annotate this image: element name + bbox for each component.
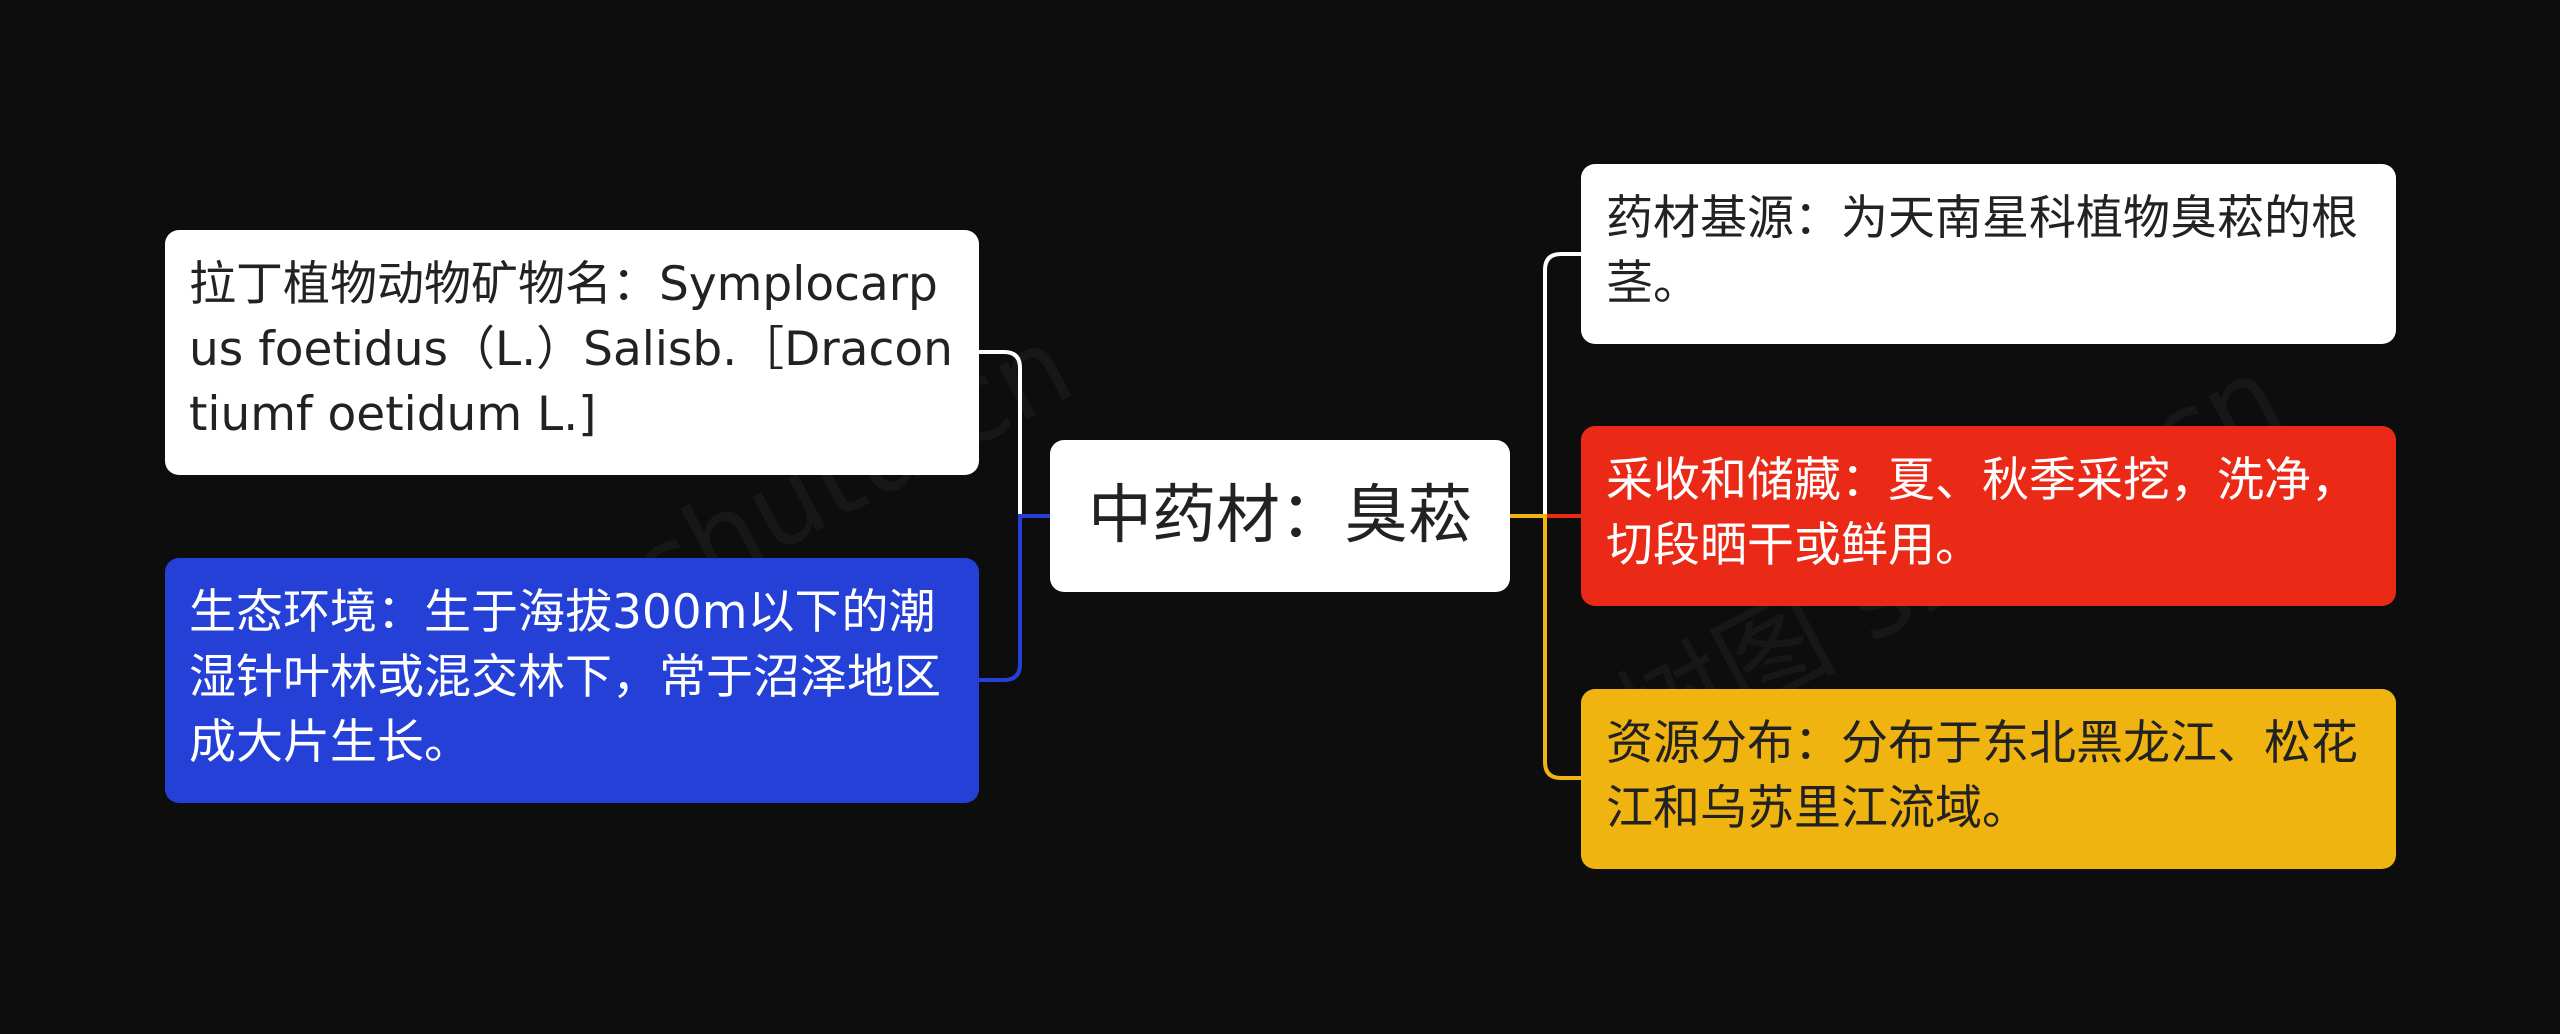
ecology-node[interactable]: 生态环境：生于海拔300m以下的潮湿针叶林或混交林下，常于沼泽地区成大片生长。 (165, 558, 979, 803)
connector-distribution (1510, 514, 1581, 780)
distribution-node[interactable]: 资源分布：分布于东北黑龙江、松花江和乌苏里江流域。 (1581, 689, 2396, 869)
harvest-storage-node[interactable]: 采收和储藏：夏、秋季采挖，洗净，切段晒干或鲜用。 (1581, 426, 2396, 606)
herb-source-node[interactable]: 药材基源：为天南星科植物臭菘的根茎。 (1581, 164, 2396, 344)
connector-latin (979, 350, 1050, 518)
latin-name-node[interactable]: 拉丁植物动物矿物名：Symplocarpus foetidus（L.）Salis… (165, 230, 979, 475)
central-topic-node[interactable]: 中药材：臭菘 (1050, 440, 1510, 592)
connector-source (1510, 252, 1581, 518)
connector-ecology (979, 514, 1050, 682)
